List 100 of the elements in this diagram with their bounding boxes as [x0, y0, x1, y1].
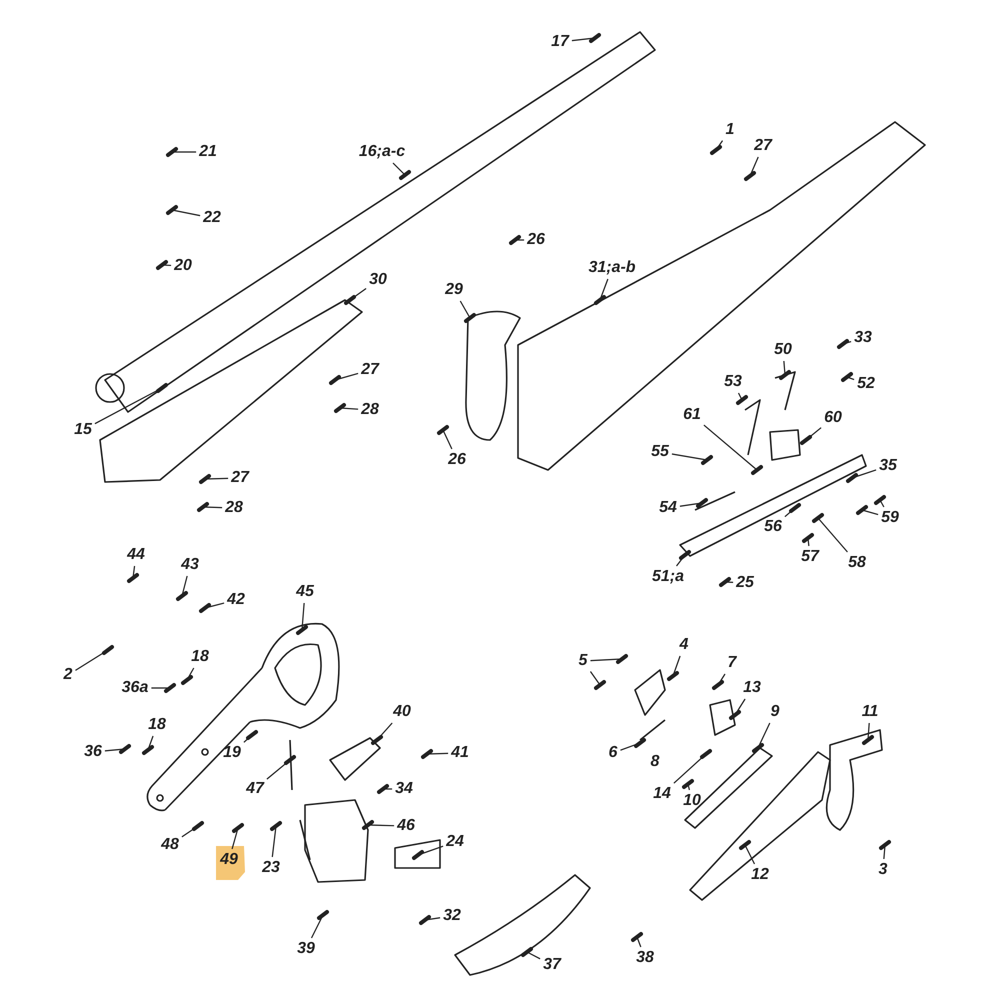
callout-number: 4	[678, 636, 690, 654]
callout-number: 53	[723, 373, 743, 391]
leader-line	[350, 288, 366, 300]
leader-line	[590, 658, 622, 662]
callout-number: 59	[880, 509, 900, 527]
leader-line	[151, 687, 170, 689]
callout-number: 6	[608, 744, 618, 762]
callout-number: 30	[368, 271, 388, 289]
callout-number: 32	[442, 907, 462, 925]
leader-line	[806, 427, 822, 440]
callout-number: 42	[226, 591, 246, 609]
callout-number: 61	[682, 406, 702, 424]
callout-number: 39	[296, 940, 316, 958]
leader-line	[75, 650, 108, 671]
callout-number: 28	[360, 401, 380, 419]
callout-number: 26	[526, 231, 546, 249]
callout-number: 57	[800, 548, 820, 566]
leader-line	[204, 478, 228, 480]
leader-line	[862, 509, 878, 516]
callout-number: 2	[62, 666, 74, 684]
callout-number: 21	[198, 143, 218, 161]
leader-line	[232, 828, 239, 850]
leader-line	[202, 506, 222, 508]
callout-number: 14	[652, 785, 672, 803]
callout-number: 40	[392, 703, 412, 721]
leader-line	[807, 538, 810, 546]
callout-number: 50	[773, 341, 793, 359]
callout-number: 33	[853, 329, 873, 347]
leader-line	[672, 656, 681, 676]
leader-line	[867, 722, 870, 740]
callout-number: 7	[726, 654, 738, 672]
leader-line	[636, 936, 642, 948]
leader-line	[383, 788, 392, 790]
callout-number: 8	[650, 753, 660, 771]
callout-number: 44	[126, 546, 146, 564]
leader-line	[172, 209, 200, 216]
callout-number: 58	[847, 554, 867, 572]
leader-line	[674, 754, 706, 784]
leader-line	[599, 278, 608, 300]
callout-number: 5	[578, 652, 588, 670]
leader-line	[590, 671, 600, 686]
leader-line	[442, 430, 452, 450]
leader-line	[526, 951, 540, 960]
callout-number: 23	[261, 859, 281, 877]
leader-line	[572, 37, 596, 42]
leader-line	[104, 748, 126, 752]
leader-line	[672, 453, 708, 461]
leader-line	[182, 826, 198, 838]
leader-line	[783, 360, 786, 376]
callout-number: 49	[219, 851, 239, 869]
callout-number: 22	[202, 209, 222, 227]
leader-line	[266, 760, 290, 780]
leader-line	[687, 784, 690, 790]
callout-number: 47	[245, 780, 265, 798]
callout-number: 60	[823, 409, 843, 427]
callout-number: 26	[447, 451, 467, 469]
callout-number: 29	[444, 281, 464, 299]
leader-line	[515, 239, 524, 241]
leader-line	[818, 518, 848, 552]
leader-line	[368, 824, 394, 826]
leader-line	[744, 844, 756, 864]
callout-number: 56	[763, 518, 783, 536]
callout-number: 52	[856, 375, 876, 393]
callout-number: 37	[542, 956, 562, 974]
callout-number: 18	[147, 716, 167, 734]
leader-line	[784, 508, 796, 518]
leader-line	[460, 300, 471, 318]
leader-line	[340, 407, 358, 410]
callout-number: 17	[550, 33, 570, 51]
callout-number: 20	[173, 257, 193, 275]
callout-number: 46	[396, 817, 416, 835]
callout-number: 19	[222, 744, 242, 762]
callout-number: 16;a-c	[358, 143, 406, 161]
callout-number: 1	[724, 121, 736, 139]
leader-line	[879, 500, 884, 508]
callout-number: 38	[635, 949, 655, 967]
callout-number: 24	[445, 833, 465, 851]
callout-number: 48	[160, 836, 180, 854]
callout-number: 51;a	[650, 568, 686, 586]
callout-number: 36	[83, 743, 103, 761]
leader-line	[392, 162, 406, 176]
leader-line	[181, 576, 188, 596]
callout-number: 34	[394, 780, 414, 798]
leader-line	[680, 502, 702, 507]
callout-number: 11	[860, 703, 880, 721]
callout-number: 18	[190, 648, 210, 666]
leader-line	[147, 736, 154, 750]
callout-number: 35	[878, 457, 898, 475]
leader-line	[846, 376, 854, 380]
leader-line	[132, 566, 136, 578]
callout-number: 15	[73, 421, 93, 439]
leader-line	[426, 752, 448, 755]
leader-line	[724, 581, 734, 583]
callout-number: 31;a-b	[587, 259, 637, 277]
callout-number: 27	[230, 469, 250, 487]
callout-number: 10	[682, 792, 702, 810]
callout-number: 3	[878, 861, 888, 879]
callout-number: 43	[180, 556, 200, 574]
callout-number: 25	[735, 574, 755, 592]
leader-line	[883, 844, 886, 860]
